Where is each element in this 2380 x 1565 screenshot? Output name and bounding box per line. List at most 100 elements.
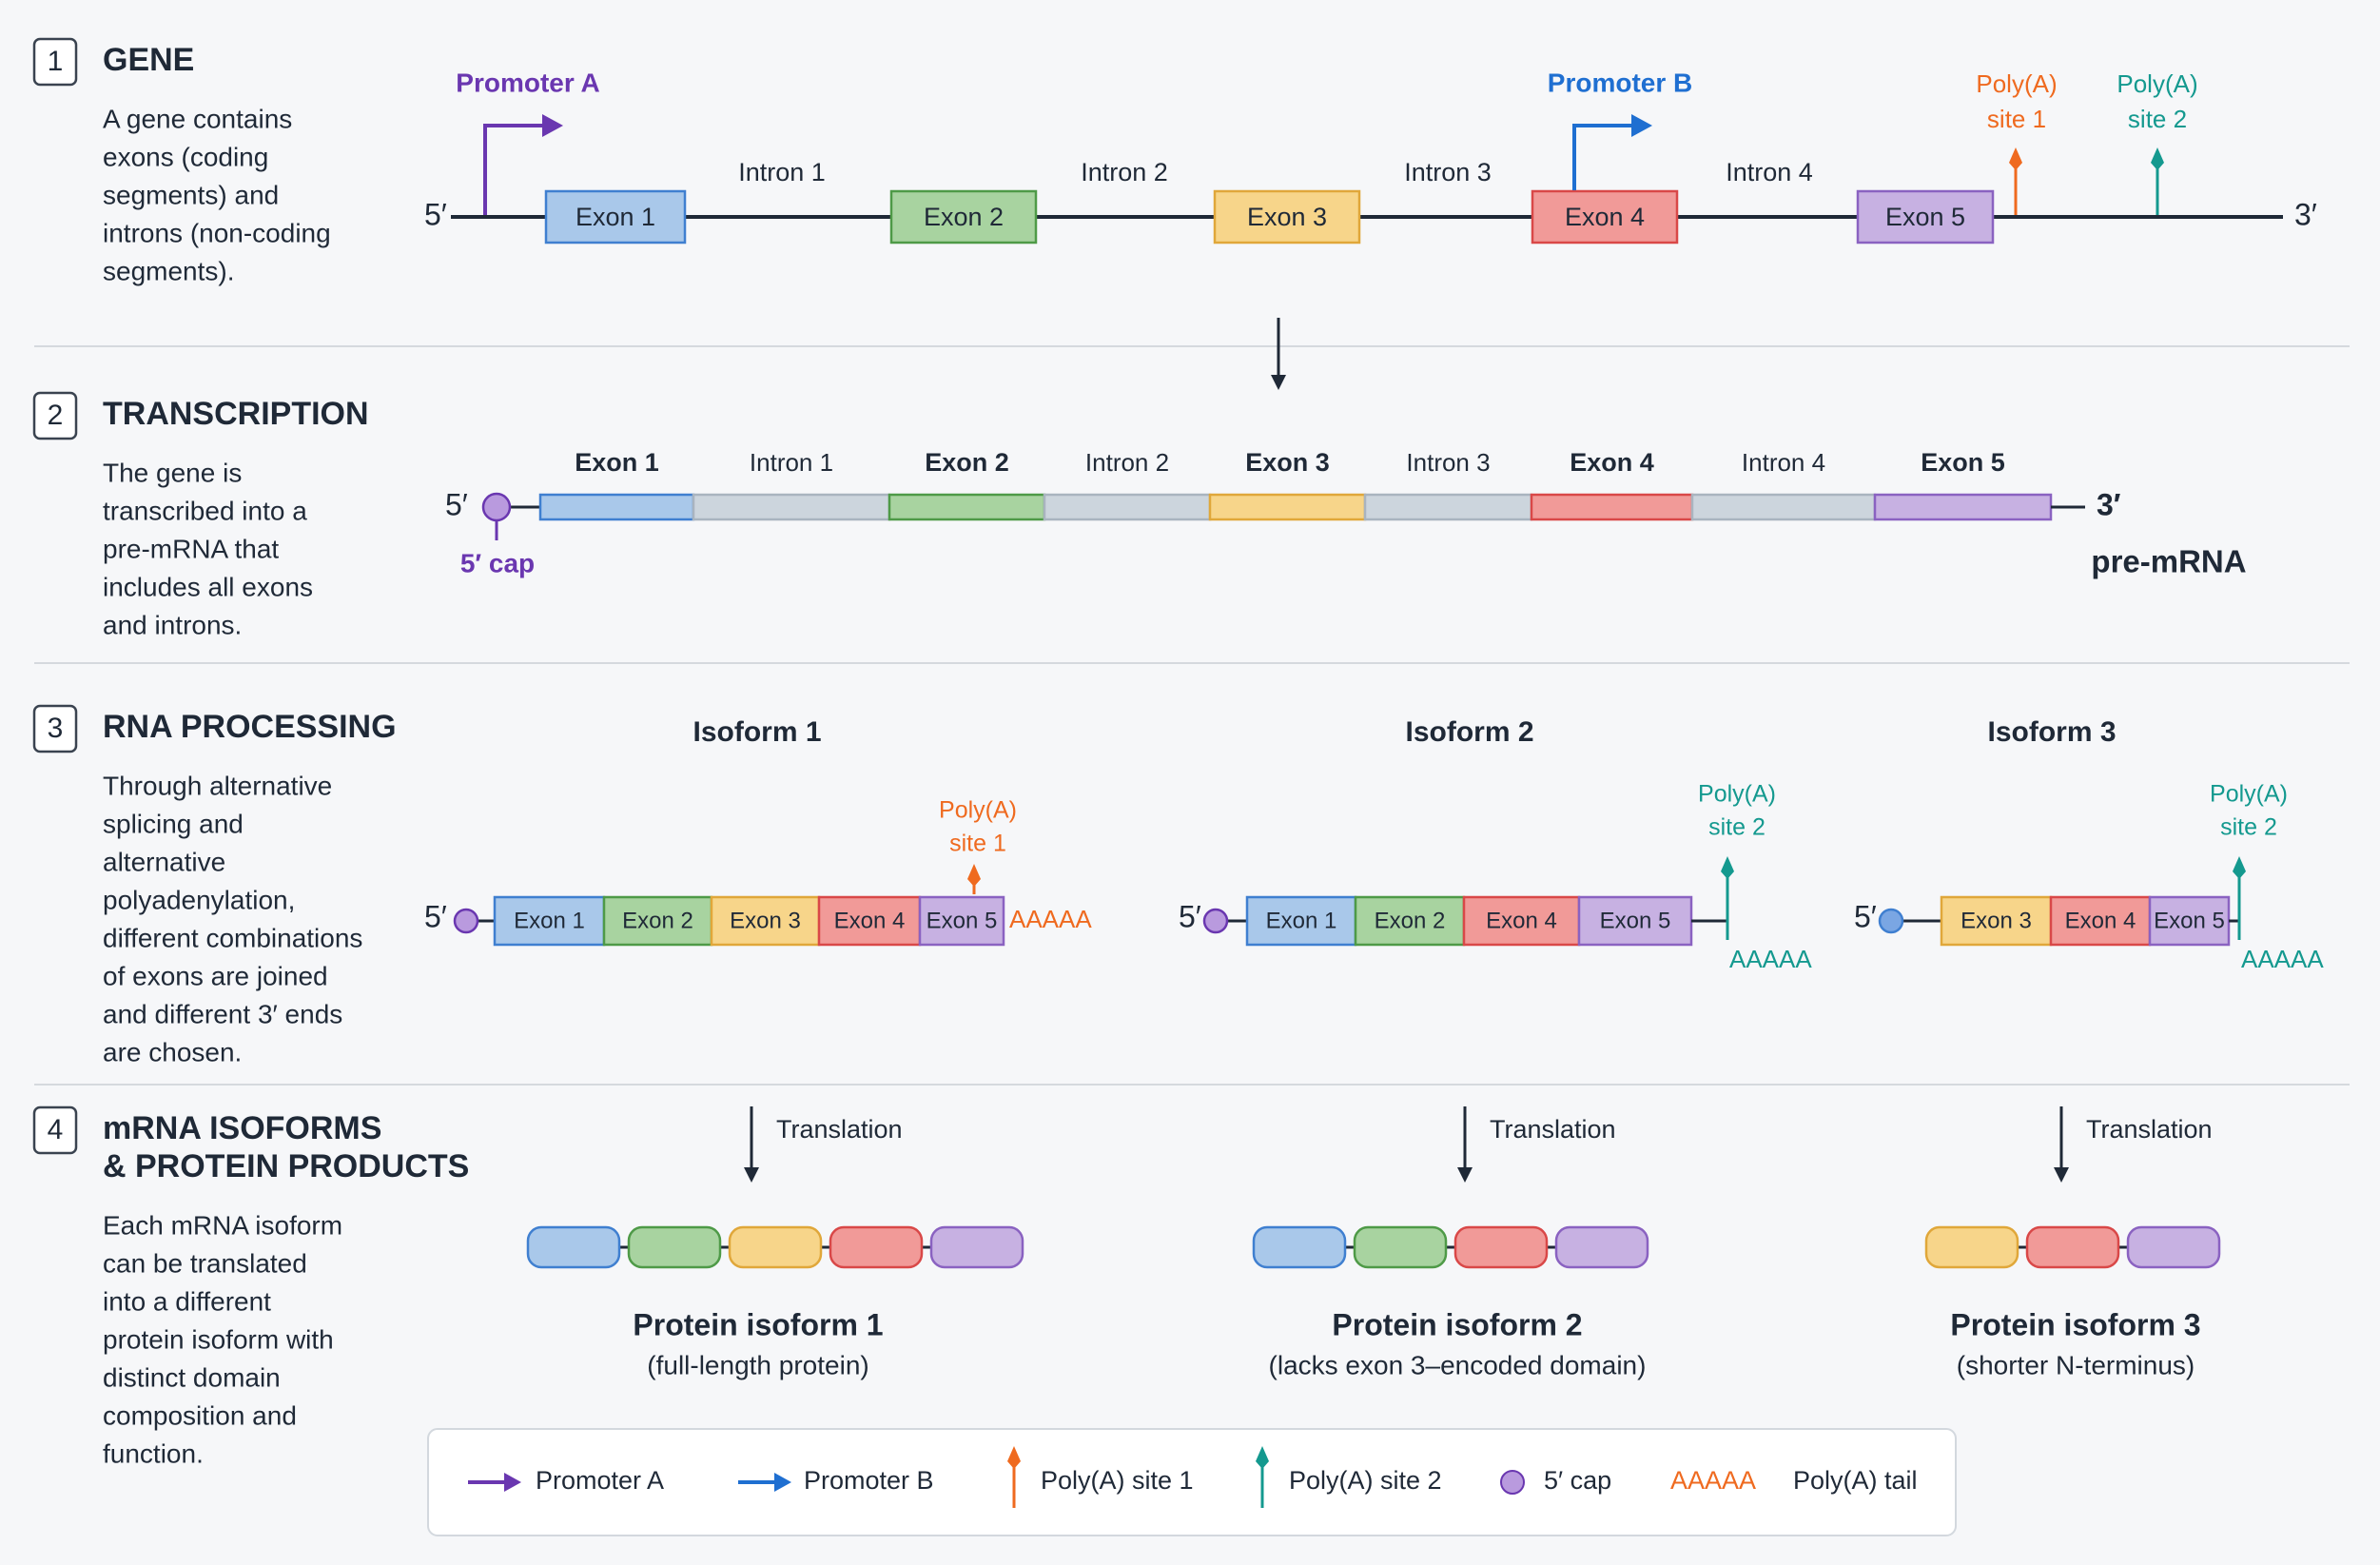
premrna-3-prime: 3′: [2097, 487, 2121, 521]
isoform-exon-label: Exon 4: [834, 908, 906, 933]
promoter-b-arrow: [1572, 114, 1652, 190]
gene-exon-5: Exon 5: [1856, 189, 1995, 245]
section-3-desc-line: different combinations: [103, 923, 362, 952]
section-4-desc-line: Each mRNA isoform: [103, 1210, 342, 1240]
premrna-segment-label: Exon 5: [1921, 448, 2005, 477]
premrna-segment-9: Exon 5: [1873, 448, 2053, 521]
legend-label: Poly(A) tail: [1793, 1466, 1918, 1495]
translation-arrow-head: [1457, 1167, 1473, 1183]
section-1-desc-line: segments).: [103, 256, 235, 285]
premrna-segment-label: Intron 3: [1406, 448, 1490, 477]
isoform-exon-box: [493, 895, 606, 947]
isoform-exon-2: Exon 4: [2049, 895, 2152, 947]
section-1-desc-line: segments) and: [103, 180, 279, 209]
section-1-desc-line: A gene contains: [103, 104, 292, 133]
premrna-segment-bar: [1363, 493, 1533, 521]
gene-5-prime: 5′: [424, 197, 447, 231]
gene-exon-label: Exon 3: [1247, 203, 1327, 231]
section-4-desc-line: composition and: [103, 1400, 297, 1430]
protein-domain-3: [728, 1225, 823, 1269]
protein-desc: (full-length protein): [647, 1350, 868, 1379]
protein-name: Protein isoform 2: [1332, 1307, 1582, 1341]
protein-desc: (lacks exon 3–encoded domain): [1269, 1350, 1647, 1379]
section-2-desc-line: and introns.: [103, 610, 242, 639]
section-3-desc-line: Through alternative: [103, 771, 332, 800]
polya-site-1-marker-head: [1007, 1446, 1021, 1469]
isoform-exon-label: Exon 2: [622, 908, 693, 933]
premrna-segment-8: Intron 4: [1690, 448, 1877, 521]
isoform-polya-marker-head: [1721, 856, 1734, 879]
protein-desc: (shorter N-terminus): [1957, 1350, 2195, 1379]
gene-intron-label: Intron 3: [1404, 158, 1492, 186]
section-4-desc-line: function.: [103, 1438, 204, 1468]
premrna-segment-4: Intron 2: [1043, 448, 1212, 521]
legend-label: 5′ cap: [1544, 1466, 1611, 1495]
isoform-polya-label: Poly(A): [2210, 781, 2288, 808]
isoform-title: Isoform 3: [1987, 716, 2116, 748]
premrna-segment-5: Exon 3: [1208, 448, 1367, 521]
section-3-desc-line: of exons are joined: [103, 961, 328, 990]
gene-exon-4: Exon 4: [1531, 189, 1679, 245]
legend-label: Promoter B: [804, 1466, 934, 1495]
polya-site-2-label: Poly(A): [2117, 69, 2197, 98]
section-3-number: 3: [48, 713, 64, 744]
gene-exon-box: [544, 189, 687, 245]
isoform-polya-marker: [967, 864, 981, 894]
isoform-polya-label: site 2: [1708, 814, 1765, 841]
premrna-segment-bar: [538, 493, 695, 521]
polya-site-2-marker-head: [2151, 147, 2164, 170]
isoform-polya-tail: AAAAA: [2241, 945, 2324, 973]
protein-name: Protein isoform 3: [1950, 1307, 2200, 1341]
gene-exon-3: Exon 3: [1213, 189, 1361, 245]
gene-3-prime: 3′: [2294, 197, 2317, 231]
cap-dot: [481, 492, 512, 522]
isoform-exon-1: Exon 1: [493, 895, 606, 947]
section-1-number: 1: [48, 46, 64, 77]
section-4-desc-line: distinct domain: [103, 1362, 281, 1392]
section-2-number: 2: [48, 400, 64, 431]
isoform-exon-label: Exon 5: [927, 908, 998, 933]
isoform-cap-dot: [453, 908, 479, 934]
protein-domain-2: [2025, 1225, 2120, 1269]
premrna-segment-2: Intron 1: [692, 448, 891, 521]
premrna-segment-1: Exon 1: [538, 448, 695, 521]
isoform-exon-label: Exon 5: [2154, 908, 2225, 933]
isoform-polya-label: Poly(A): [1698, 781, 1776, 808]
legend-label: Poly(A) site 1: [1041, 1466, 1194, 1495]
legend-label: Poly(A) site 2: [1289, 1466, 1442, 1495]
isoform-exon-4: Exon 5: [1577, 895, 1693, 947]
polya-site-1-marker: [1007, 1446, 1021, 1508]
section-4-desc-line: protein isoform with: [103, 1324, 334, 1354]
gene-exon-box: [889, 189, 1038, 245]
gene-exon-box: [1856, 189, 1995, 245]
premrna-segment-bar: [1690, 493, 1877, 521]
translation-arrow: [744, 1106, 759, 1183]
section-3-title: RNA PROCESSING: [103, 709, 397, 745]
section-3-number-box: [32, 704, 78, 753]
isoform-exon-label: Exon 1: [1266, 908, 1337, 933]
section-4-desc-line: can be translated: [103, 1248, 307, 1278]
premrna-segment-label: Exon 3: [1245, 448, 1330, 477]
premrna-label: pre-mRNA: [2091, 544, 2246, 579]
section-4-number: 4: [48, 1114, 64, 1145]
isoform-cap-dot: [1878, 908, 1904, 934]
isoform-5-prime: 5′: [1179, 899, 1201, 933]
isoform-exon-3: Exon 5: [2148, 895, 2231, 947]
promoter-a-arrow-head: [542, 114, 563, 137]
section-1-number-box: [32, 37, 78, 87]
isoform-polya-label: site 2: [2220, 814, 2277, 841]
isoform-exon-label: Exon 4: [2065, 908, 2136, 933]
isoform-polya-marker-head: [967, 864, 981, 887]
isoform-polya-label: site 1: [949, 831, 1006, 857]
section-4-title: mRNA ISOFORMS: [103, 1110, 381, 1146]
premrna-segment-3: Exon 2: [888, 448, 1046, 521]
isoform-exon-box: [2049, 895, 2152, 947]
isoform-exon-box: [710, 895, 821, 947]
premrna-segment-label: Intron 4: [1742, 448, 1825, 477]
